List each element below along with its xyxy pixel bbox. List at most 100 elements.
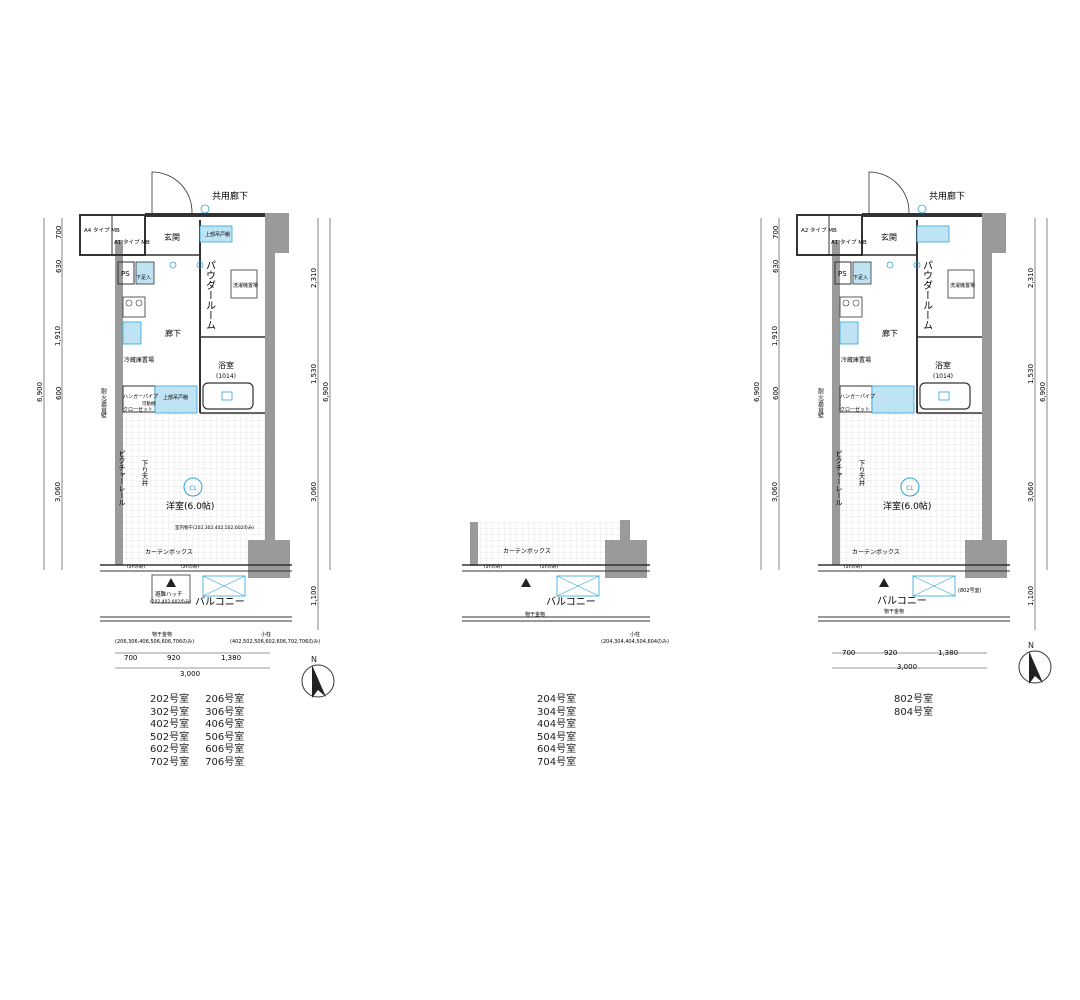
mb-a1-label: A1 タイプ MB: [831, 238, 867, 246]
dim-left-total: 6,900: [36, 382, 44, 402]
unit-number: 404号室: [537, 719, 577, 731]
unit-number: 202号室: [150, 694, 190, 705]
hall-label: 廊下: [165, 328, 181, 338]
washer-label: 洗濯機置場: [950, 282, 975, 289]
entrance-label: 玄関: [164, 232, 180, 242]
closet-label: クローゼット: [840, 406, 870, 413]
evac-hatch: [151, 574, 191, 604]
room-label: 洋室(6.0帖): [166, 500, 214, 512]
dim-right-1: 2,310: [1027, 268, 1035, 288]
note-802-label: (802号室): [958, 587, 981, 594]
bathtub: [919, 382, 971, 410]
dim-right-1: 2,310: [310, 268, 318, 288]
svg-text:N: N: [311, 655, 317, 664]
ps-label: PS: [121, 270, 130, 278]
unit-number: 706号室: [205, 756, 245, 768]
plan-a: CL N: [43, 171, 335, 698]
sill-note-label-2: (2Fのみ): [540, 564, 558, 570]
dim-h-3: 1,380: [221, 654, 241, 662]
curtain-label: カーテンボックス: [503, 547, 551, 555]
ceiling-light: [900, 477, 920, 497]
upper-shelf-label: 上部吊戸棚: [163, 394, 188, 401]
units-col-1: 202号室 302号室 402号室 502号室 602号室 702号室: [150, 694, 202, 770]
dim-left-5: 3,060: [54, 482, 62, 502]
dim-left-5: 3,060: [771, 482, 779, 502]
dim-left-total: 6,900: [753, 382, 761, 402]
dim-h-3: 1,380: [938, 649, 958, 657]
outer-wall-right: [265, 213, 289, 253]
hatch-label: 避難ハッチ: [155, 590, 183, 598]
unit-number: 704号室: [537, 756, 577, 768]
entrance-door-swing: [868, 171, 910, 214]
hatch-marker: [166, 578, 176, 587]
washer-box: [230, 269, 258, 299]
clothes-units-label: (206,306,406,506,606,706のみ): [115, 639, 194, 645]
dim-right-4: 1,100: [1027, 586, 1035, 606]
shoe-cabinet: [135, 261, 155, 285]
ps-label: PS: [838, 270, 847, 278]
unit-number: 502号室: [150, 731, 190, 743]
unit-number: 604号室: [537, 744, 577, 756]
hall-label: 廊下: [882, 328, 898, 338]
dim-right-3: 3,060: [310, 482, 318, 502]
sink: [122, 321, 142, 345]
plan-b: [462, 520, 650, 622]
dim-left-3: 1,910: [54, 326, 62, 346]
structural-column: [605, 540, 647, 578]
unit-number: 204号室: [537, 694, 577, 705]
dim-left-4: 600: [55, 387, 63, 400]
unit-number: 304号室: [537, 706, 577, 718]
unit-number: 606号室: [205, 744, 245, 756]
north-arrow: [301, 664, 335, 698]
unit-number: 406号室: [205, 719, 245, 731]
hanger-label: ハンガーパイプ: [840, 393, 875, 400]
bath-size-label: (1014): [216, 373, 236, 380]
stove: [122, 296, 146, 318]
dim-h-2: 920: [884, 649, 897, 657]
dim-left-1: 700: [772, 226, 780, 239]
structural-column: [248, 540, 290, 578]
sill-note-label: (2Fのみ): [844, 564, 862, 570]
picture-rail-label: ピクチャーレール: [118, 450, 126, 506]
pillar-units-label: (204,304,404,504,604のみ): [601, 639, 669, 645]
clothes-label: 物干金物: [525, 611, 545, 618]
shelf-label: 上部吊戸棚: [205, 231, 230, 238]
pillar-units-label: (402,502,506,602,606,702,706のみ): [230, 639, 320, 645]
unit-number: 506号室: [205, 731, 245, 743]
units-col-2: 206号室 306号室 406号室 506号室 606号室 706号室: [205, 694, 257, 770]
dim-right-total: 6,900: [322, 382, 330, 402]
ceiling-label: 下り天井: [140, 460, 148, 488]
sill-note-label: (2Fのみ): [127, 564, 145, 570]
entrance-door-swing: [151, 171, 193, 214]
sill-note-label-2: (2Fのみ): [181, 564, 199, 570]
ceiling-label: 下り天井: [857, 460, 865, 488]
units-list-a: 202号室 302号室 402号室 502号室 602号室 702号室 206号…: [150, 694, 257, 770]
hatch-units-label: (202,402,602のみ): [150, 599, 191, 605]
hatch-marker: [879, 578, 889, 587]
clothes-label: 物干金物: [884, 608, 904, 615]
unit-number: 504号室: [537, 731, 577, 743]
dim-left-2: 630: [55, 260, 63, 273]
room-label: 洋室(6.0帖): [883, 500, 931, 512]
fridge-label: 冷蔵庫置場: [841, 356, 871, 364]
dim-h-1: 700: [842, 649, 855, 657]
washer-label: 洗濯機置場: [233, 282, 258, 289]
unit-number: 702号室: [150, 756, 190, 768]
dim-right-total: 6,900: [1039, 382, 1047, 402]
curtain-label: カーテンボックス: [852, 548, 900, 556]
balcony-label: バルコニー: [877, 595, 927, 607]
dim-h-1: 700: [124, 654, 137, 662]
hanger-label: ハンガーパイプ: [123, 393, 158, 400]
unit-number: 602号室: [150, 744, 190, 756]
unit-number: 206号室: [205, 694, 245, 705]
closet-label: クローゼット: [123, 406, 153, 413]
dim-right-3: 3,060: [1027, 482, 1035, 502]
balcony-label: バルコニー: [195, 596, 245, 608]
shoe-label: 下足入: [853, 275, 868, 281]
pillar-label: 小柱: [261, 631, 271, 638]
dim-left-4: 600: [772, 387, 780, 400]
ps-box: [117, 261, 135, 285]
aux-label: 室内物干(202,302,402,502,602のみ): [175, 524, 254, 531]
curtain-label: カーテンボックス: [145, 548, 193, 556]
